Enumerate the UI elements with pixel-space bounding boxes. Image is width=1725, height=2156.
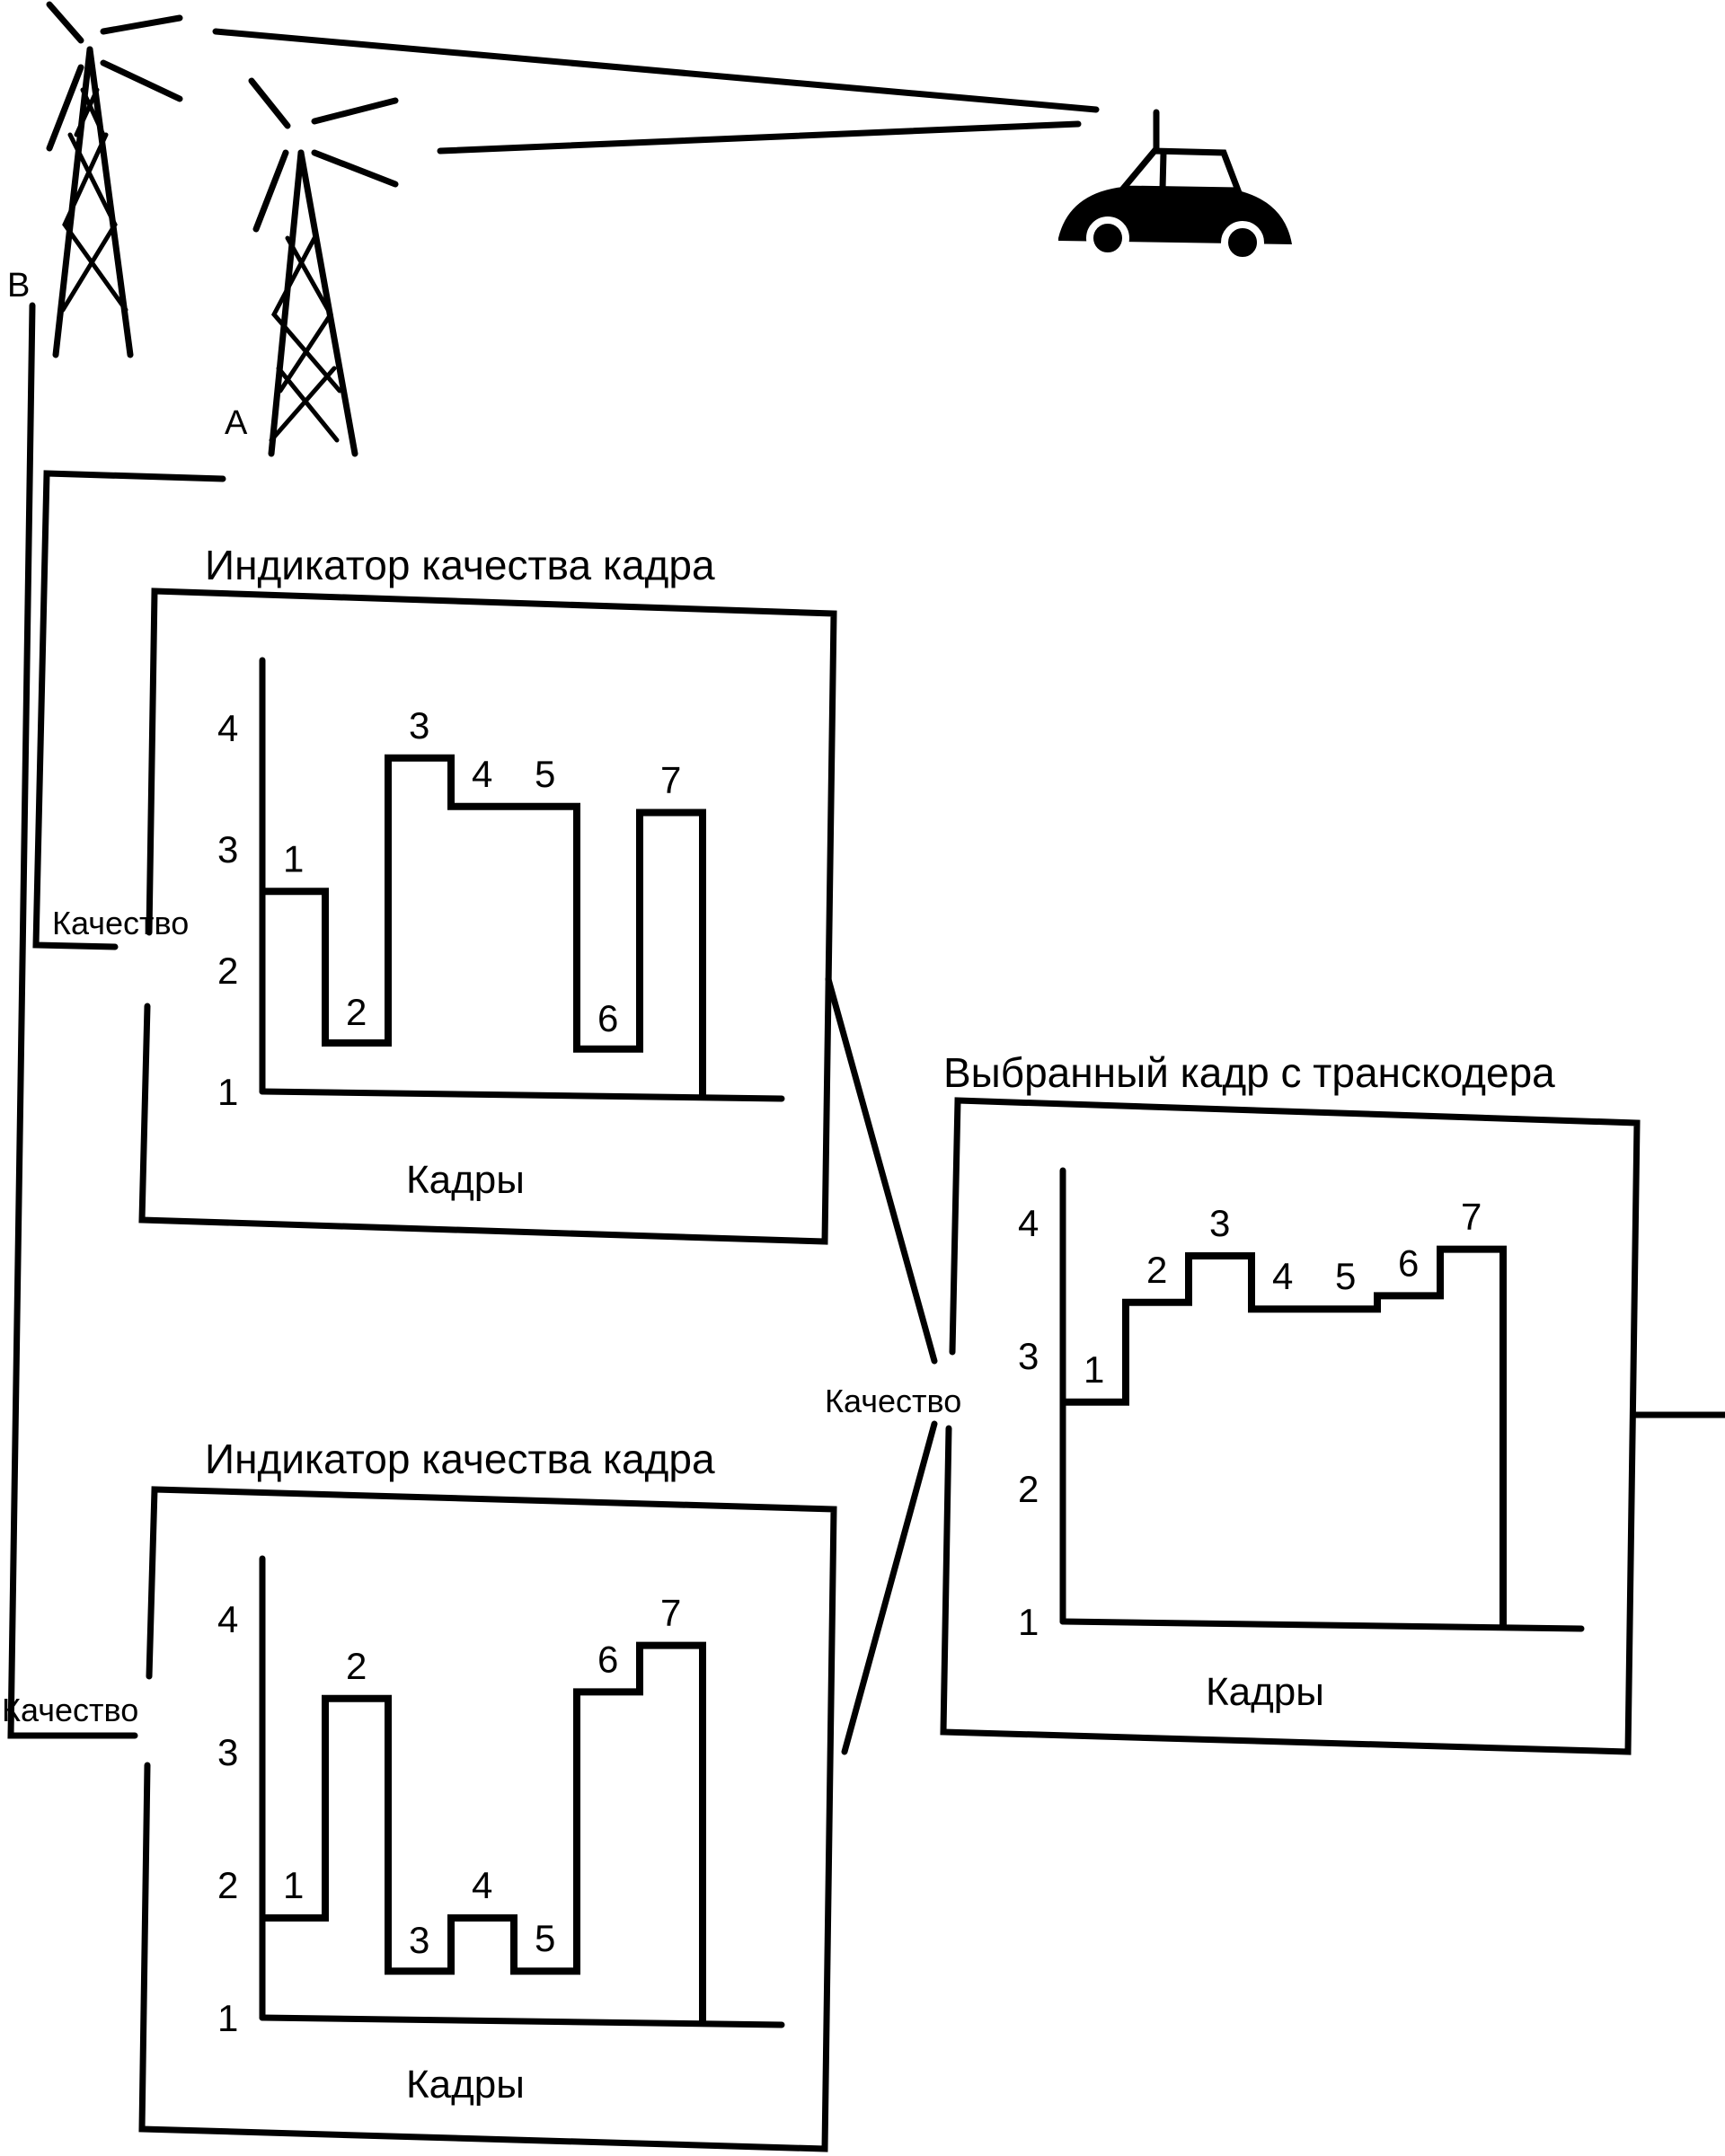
y-tick-label: 3 [1018,1335,1039,1377]
x-axis [259,2014,785,2028]
y-tick-label: 1 [1018,1601,1039,1643]
y-tick-label: 4 [217,707,238,749]
frame-number-label: 7 [1461,1196,1482,1238]
radio-tower-a-icon [248,77,399,457]
frame-number-label: 4 [1272,1255,1293,1297]
radio-link-a [437,120,1082,155]
frame-number-label: 7 [660,1592,681,1634]
y-tick-label: 3 [217,828,238,870]
link-indicator-b-to-transcoder [841,1420,938,1755]
frame-number-label: 7 [660,759,681,801]
y-tick-label: 2 [1018,1468,1039,1510]
frame-number-label: 6 [1398,1241,1419,1284]
y-axis-label: Качество [52,905,189,941]
frame-number-label: 2 [1146,1249,1167,1291]
y-tick-label: 4 [1018,1202,1039,1244]
y-tick-label: 4 [217,1598,238,1640]
frame-number-label: 5 [535,753,555,795]
frame-number-label: 2 [346,1645,367,1687]
quality-step-line [262,754,706,1097]
y-tick-label: 1 [217,1997,238,2039]
tower-a-label: A [225,404,248,442]
x-axis [259,1088,785,1102]
panel-title: Выбранный кадр с транскодера [943,1049,1555,1096]
y-tick-label: 2 [217,950,238,992]
panel-indicator-b: Индикатор качества кадра Качество Кадры … [2,1436,837,2152]
quality-step-line [1063,1245,1507,1627]
frame-number-label: 1 [283,837,304,879]
y-tick-label: 1 [217,1071,238,1113]
wire-tower-b [7,302,138,1739]
frame-number-label: 3 [409,704,429,747]
panel-indicator-a: Индикатор качества кадра Качество Кадры … [52,542,837,1245]
frame-number-label: 3 [409,1919,429,1961]
quality-step-line [262,1641,706,2023]
radio-link-b [212,28,1100,113]
frame-number-label: 3 [1209,1202,1230,1244]
frame-number-label: 6 [597,1638,618,1680]
radio-tower-b-icon [46,1,183,358]
tower-b-label: B [7,267,30,305]
frame-number-label: 1 [283,1864,304,1906]
panel-title: Индикатор качества кадра [205,1436,715,1482]
frame-number-label: 4 [472,1864,492,1906]
y-axis-label: Качество [2,1692,138,1728]
frame-number-label: 4 [472,753,492,795]
x-axis-label: Кадры [406,2063,525,2107]
y-tick-label: 3 [217,1731,238,1773]
car-icon [1058,109,1292,264]
x-axis [1059,1618,1585,1632]
frame-number-label: 1 [1084,1348,1104,1391]
y-axis-label: Качество [825,1383,961,1419]
y-tick-label: 2 [217,1864,238,1906]
x-axis-label: Кадры [406,1158,525,1202]
frame-number-label: 5 [535,1917,555,1959]
panel-transcoder-output: Выбранный кадр с транскодера Качество Ка… [825,1049,1725,1755]
x-axis-label: Кадры [1206,1670,1324,1714]
frame-number-label: 2 [346,991,367,1033]
panel-title: Индикатор качества кадра [205,542,715,588]
wire-tower-a [32,470,226,950]
frame-number-label: 5 [1335,1255,1356,1297]
frame-number-label: 6 [597,997,618,1039]
link-indicator-a-to-transcoder [825,976,938,1365]
